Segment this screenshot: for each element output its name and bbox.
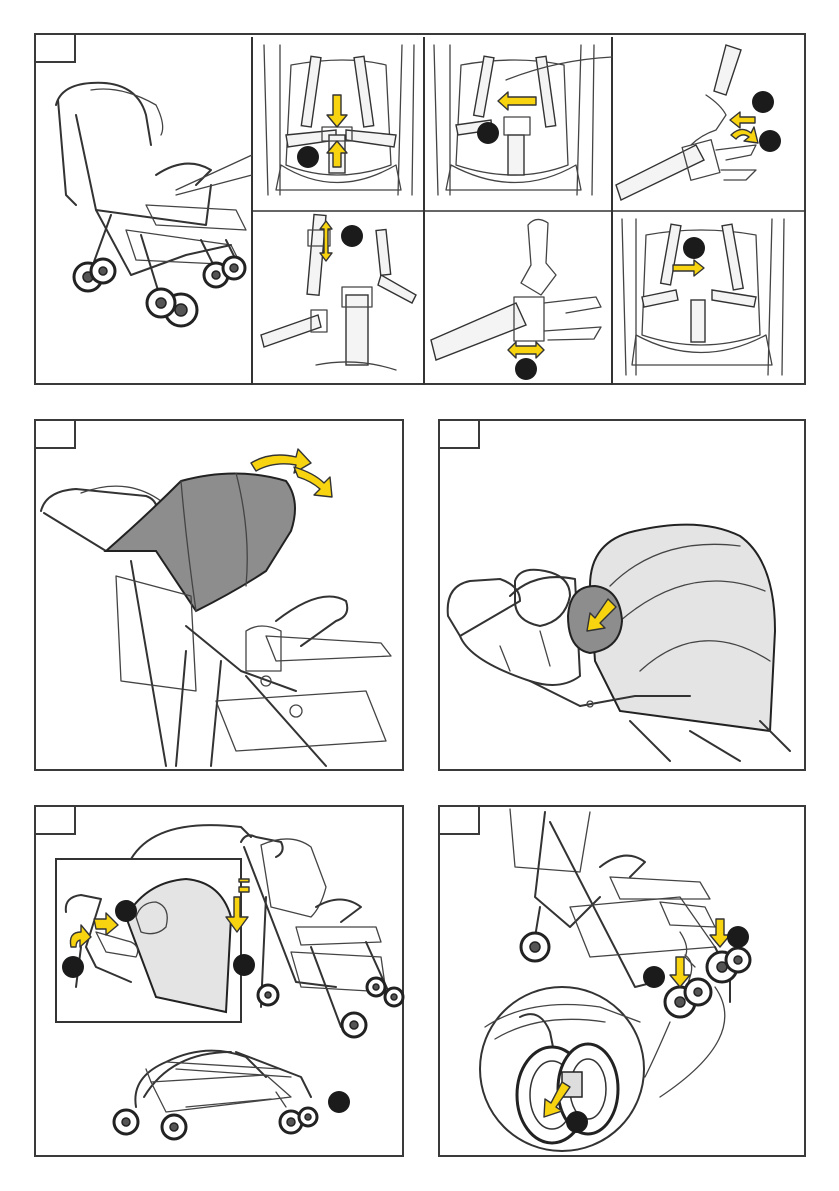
canopy-illustration <box>36 421 406 773</box>
buckle-closeup <box>616 45 781 200</box>
wheels-illustration <box>440 807 808 1159</box>
buckle-release <box>431 219 601 380</box>
fold-illustration <box>36 807 406 1159</box>
canopy-panel <box>34 419 404 771</box>
harness-panel <box>34 33 806 385</box>
harness-seat-f <box>622 219 784 375</box>
stroller-overview <box>56 83 252 326</box>
shoulder-strap-height <box>261 214 416 370</box>
wheels-panel <box>438 805 806 1157</box>
harness-illustration <box>36 35 808 387</box>
handle-illustration <box>440 421 808 773</box>
fold-panel <box>34 805 404 1157</box>
harness-seat-a <box>264 45 414 195</box>
handle-panel <box>438 419 806 771</box>
harness-seat-b <box>434 45 612 195</box>
